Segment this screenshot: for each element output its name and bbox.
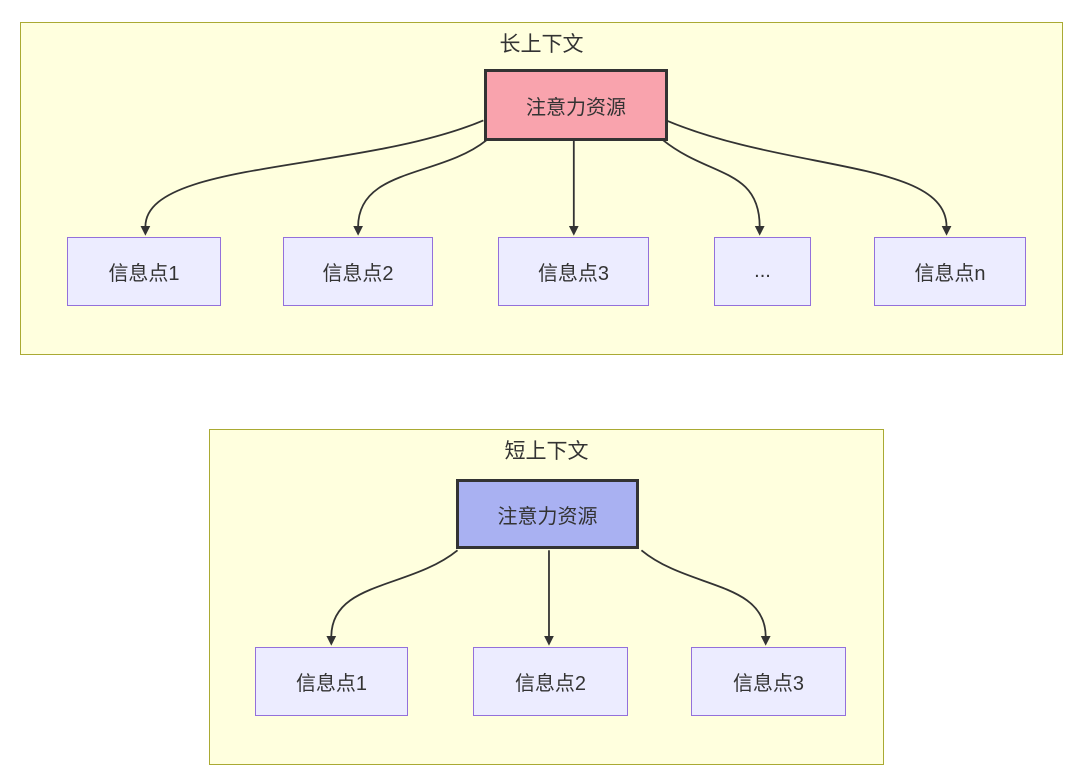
node-info-point-2-short: 信息点2: [473, 647, 628, 716]
node-info-point-1-short: 信息点1: [255, 647, 408, 716]
cluster-long-context: 长上下文 注意力资源 信息点1 信息点2 信息点3 ...: [20, 22, 1063, 355]
edge-attention-to-info2: [353, 139, 487, 236]
node-label: 信息点n: [914, 263, 986, 285]
edge-attention-to-ellipsis: [662, 139, 765, 236]
node-label: ...: [754, 260, 771, 282]
node-label: 信息点3: [537, 263, 610, 285]
node-attention-resource-short: 注意力资源: [456, 479, 639, 549]
node-info-point-ellipsis: ...: [714, 237, 811, 306]
edge-attention-to-info1: [140, 119, 484, 236]
node-label: 信息点3: [732, 673, 805, 695]
node-label: 注意力资源: [526, 96, 626, 119]
edge-attention-to-info1-short: [326, 549, 459, 646]
edge-attention-to-info3-short: [640, 549, 771, 646]
node-info-point-3-long: 信息点3: [498, 237, 649, 306]
node-label: 信息点2: [514, 673, 587, 695]
node-label: 信息点1: [295, 673, 368, 695]
node-info-point-1-long: 信息点1: [67, 237, 221, 306]
node-info-point-2-long: 信息点2: [283, 237, 433, 306]
cluster-short-context-title: 短上下文: [504, 440, 589, 463]
node-label: 信息点1: [108, 263, 180, 285]
node-label: 注意力资源: [497, 505, 598, 528]
node-label: 信息点2: [322, 263, 394, 285]
node-info-point-3-short: 信息点3: [691, 647, 846, 716]
cluster-short-context: 短上下文 注意力资源 信息点1 信息点2 信息点3: [209, 429, 884, 765]
node-info-point-n: 信息点n: [874, 237, 1026, 306]
edge-attention-to-infon: [665, 119, 952, 236]
node-attention-resource-long: 注意力资源: [484, 69, 668, 141]
cluster-long-context-title: 长上下文: [499, 33, 584, 56]
